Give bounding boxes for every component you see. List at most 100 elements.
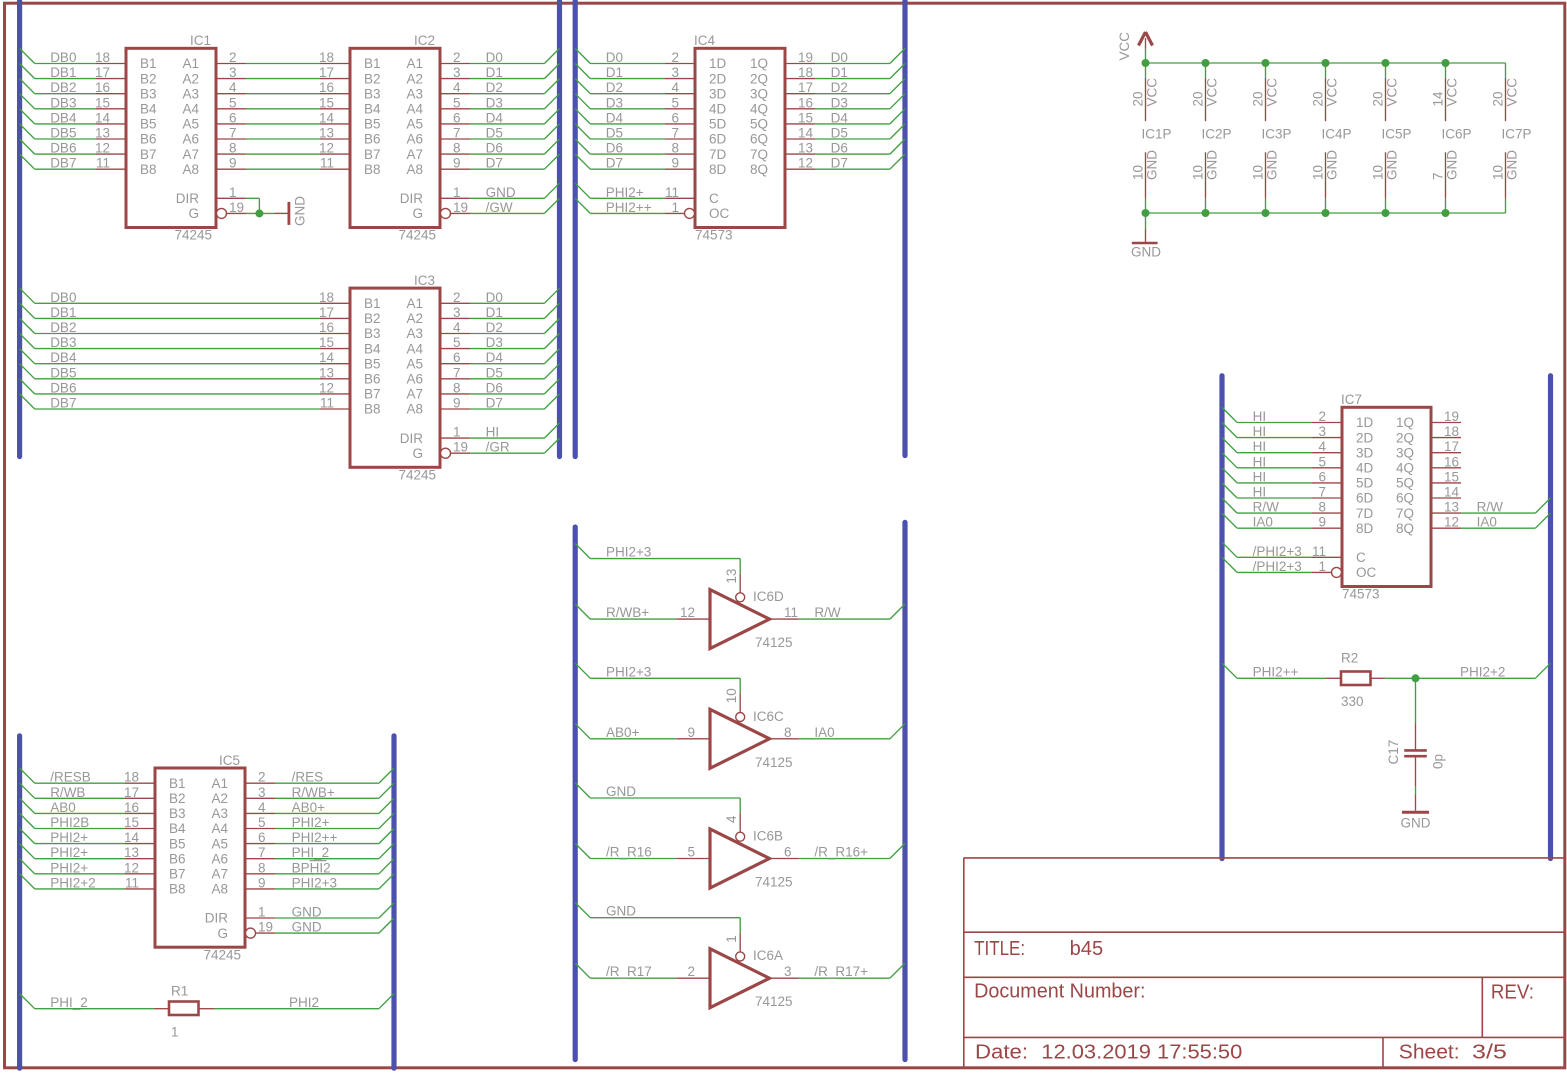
svg-text:GND: GND (1385, 150, 1400, 180)
svg-text:DB3: DB3 (50, 335, 76, 350)
svg-text:GND: GND (1205, 150, 1220, 180)
svg-text:DB1: DB1 (50, 305, 76, 320)
svg-text:4: 4 (258, 800, 266, 815)
svg-text:4: 4 (724, 815, 739, 823)
svg-text:D6: D6 (831, 141, 848, 156)
svg-text:DB7: DB7 (50, 396, 76, 411)
svg-text:6D: 6D (1356, 491, 1374, 506)
svg-text:13: 13 (1444, 500, 1459, 515)
svg-text:9: 9 (1318, 515, 1326, 530)
svg-text:R/W: R/W (814, 605, 841, 620)
svg-text:B3: B3 (169, 806, 186, 821)
svg-text:PHI2: PHI2 (289, 995, 319, 1010)
svg-text:D5: D5 (831, 126, 848, 141)
svg-text:8Q: 8Q (1396, 521, 1414, 536)
svg-text:6: 6 (453, 350, 461, 365)
svg-text:8Q: 8Q (750, 162, 768, 177)
svg-text:1Q: 1Q (1396, 415, 1414, 430)
svg-text:A6: A6 (406, 132, 423, 147)
svg-text:B3: B3 (364, 326, 381, 341)
svg-text:VCC: VCC (1505, 78, 1520, 107)
svg-text:7: 7 (453, 365, 461, 380)
svg-text:20: 20 (1370, 91, 1385, 106)
svg-text:10: 10 (1250, 165, 1265, 180)
svg-text:D6: D6 (486, 141, 503, 156)
svg-text:B7: B7 (140, 147, 157, 162)
svg-text:R1: R1 (171, 984, 188, 999)
svg-text:HI: HI (1253, 469, 1267, 484)
svg-text:GND: GND (292, 920, 322, 935)
svg-text:A8: A8 (182, 162, 199, 177)
svg-text:DB0: DB0 (50, 50, 76, 65)
svg-text:PHI2+: PHI2+ (50, 830, 88, 845)
svg-text:A4: A4 (182, 102, 199, 117)
svg-text:PHI2+3: PHI2+3 (606, 545, 651, 560)
svg-text:Document Number:: Document Number: (974, 981, 1145, 1003)
svg-text:20: 20 (1490, 91, 1505, 106)
svg-text:B2: B2 (140, 71, 157, 86)
svg-text:GND: GND (1265, 150, 1280, 180)
svg-text:2Q: 2Q (750, 71, 768, 86)
svg-text:9: 9 (687, 725, 695, 740)
svg-text:1D: 1D (1356, 415, 1374, 430)
svg-text:IA0: IA0 (1477, 515, 1497, 530)
svg-text:D5: D5 (486, 126, 503, 141)
svg-text:9: 9 (258, 875, 266, 890)
svg-text:IC7: IC7 (1341, 392, 1362, 407)
svg-text:14: 14 (124, 830, 140, 845)
svg-text:B8: B8 (140, 162, 157, 177)
svg-text:74125: 74125 (755, 755, 793, 770)
svg-text:PHI_2: PHI_2 (50, 995, 88, 1010)
svg-text:8: 8 (258, 860, 266, 875)
svg-text:B4: B4 (140, 102, 157, 117)
svg-text:2: 2 (453, 50, 461, 65)
svg-text:15: 15 (1444, 469, 1459, 484)
svg-text:A6: A6 (182, 132, 199, 147)
svg-text:7: 7 (1430, 172, 1445, 180)
svg-text:2D: 2D (709, 71, 727, 86)
svg-text:AB0+: AB0+ (606, 725, 640, 740)
svg-text:74573: 74573 (695, 228, 733, 243)
svg-text:D4: D4 (606, 110, 624, 125)
svg-text:DB1: DB1 (50, 65, 76, 80)
svg-text:4D: 4D (1356, 461, 1374, 476)
svg-text:8: 8 (784, 725, 792, 740)
svg-text:B2: B2 (169, 791, 186, 806)
svg-text:B1: B1 (140, 56, 157, 71)
svg-text:VCC: VCC (1445, 78, 1460, 107)
svg-text:14: 14 (95, 110, 111, 125)
svg-text:9: 9 (453, 396, 461, 411)
svg-text:D2: D2 (486, 320, 503, 335)
svg-text:GND: GND (1401, 816, 1431, 831)
svg-text:G: G (412, 446, 423, 461)
svg-text:DB0: DB0 (50, 290, 76, 305)
svg-text:15: 15 (319, 95, 334, 110)
svg-text:DB4: DB4 (50, 350, 77, 365)
svg-text:13: 13 (95, 126, 110, 141)
svg-text:8D: 8D (1356, 521, 1374, 536)
svg-text:17: 17 (124, 785, 139, 800)
svg-text:18: 18 (319, 50, 334, 65)
svg-text:8: 8 (671, 141, 679, 156)
svg-text:DB2: DB2 (50, 80, 76, 95)
svg-text:16: 16 (95, 80, 110, 95)
svg-text:19: 19 (453, 200, 468, 215)
svg-text:4D: 4D (709, 102, 727, 117)
svg-text:B1: B1 (364, 296, 381, 311)
svg-text:11: 11 (1312, 544, 1326, 559)
svg-text:A8: A8 (406, 402, 423, 417)
svg-text:D4: D4 (486, 110, 504, 125)
svg-text:VCC: VCC (1325, 78, 1340, 107)
svg-text:PHI2+: PHI2+ (292, 815, 330, 830)
svg-text:IC3: IC3 (414, 273, 435, 288)
svg-text:5: 5 (671, 95, 679, 110)
svg-text:11: 11 (125, 875, 139, 890)
svg-text:4Q: 4Q (750, 102, 768, 117)
svg-text:IC3P: IC3P (1262, 127, 1292, 142)
svg-text:20: 20 (1130, 91, 1145, 106)
svg-text:R/W: R/W (1253, 500, 1280, 515)
svg-text:3Q: 3Q (750, 86, 768, 101)
svg-text:D1: D1 (486, 65, 503, 80)
svg-text:GND: GND (606, 904, 636, 919)
svg-text:IC5: IC5 (219, 753, 240, 768)
